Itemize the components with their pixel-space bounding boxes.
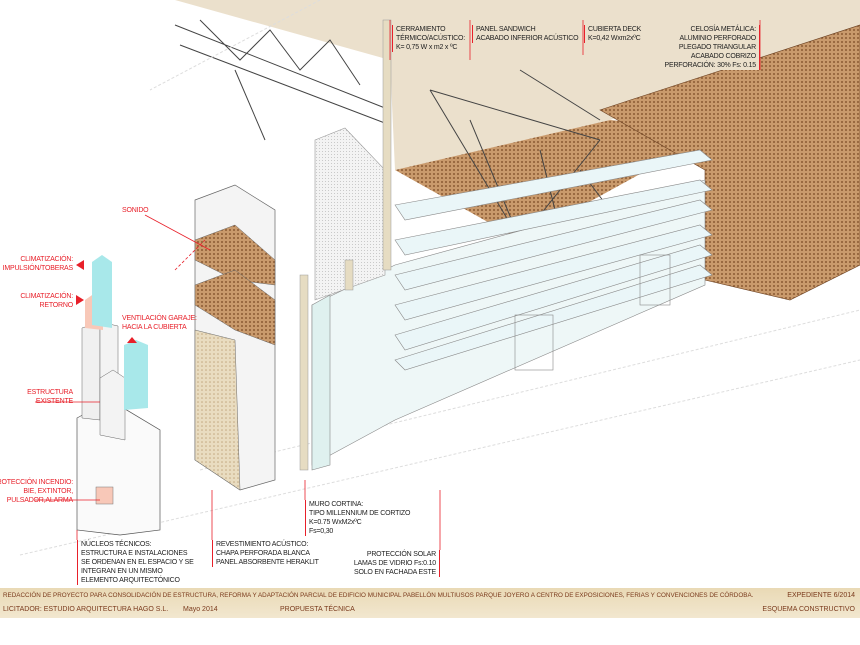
label-cubierta-deck: CUBIERTA DECK K=0,42 Wxm2xºC — [584, 25, 641, 43]
label-panel-sandwich: PANEL SANDWICH ACABADO INFERIOR ACÚSTICO — [472, 25, 579, 43]
existing-building-outline — [19, 0, 860, 556]
label-clim-retorno: CLIMATIZACIÓN: RETORNO — [20, 292, 73, 310]
label-line: VENTILACIÓN GARAJE: — [122, 315, 197, 322]
duct-column-1 — [81, 321, 101, 421]
label-line: CLIMATIZACIÓN: — [20, 256, 73, 263]
sheet-title: ESQUEMA CONSTRUCTIVO — [762, 606, 855, 613]
label-line: PLEGADO TRIANGULAR — [678, 44, 756, 51]
label-line: PROTECCIÓN INCENDIO: — [0, 479, 73, 486]
label-line: K= 0,75 W x m2 x ºC — [396, 44, 458, 51]
label-line: K=0.75 WxM2xºC — [309, 519, 362, 526]
label-line: Fs=0,30 — [309, 528, 334, 535]
arrow-markers — [76, 260, 137, 343]
title-block: REDACCIÓN DE PROYECTO PARA CONSOLIDACIÓN… — [0, 588, 860, 618]
label-line: INTEGRAN EN UN MISMO — [81, 568, 163, 575]
label-sonido: SONIDO — [122, 207, 149, 214]
impulsion-duct — [92, 255, 112, 328]
label-line: ACABADO COBRIZO — [690, 53, 756, 60]
label-line: CERRAMIENTO — [396, 26, 446, 33]
licitador: LICITADOR: ESTUDIO ARQUITECTURA HAGO S.L… — [3, 606, 169, 613]
ventilation-arrow-icon — [127, 337, 137, 343]
label-revestimiento: REVESTIMIENTO ACÚSTICO: CHAPA PERFORADA … — [212, 540, 319, 567]
label-line: ESTRUCTURA — [27, 389, 73, 396]
label-line: BIE, EXTINTOR, — [23, 488, 73, 495]
label-muro-cortina: MURO CORTINA: TIPO MILLENNIUM DE CORTIZO… — [305, 500, 410, 536]
label-line: CUBIERTA DECK — [588, 26, 642, 33]
label-line: PANEL SANDWICH — [476, 26, 536, 33]
door-left — [514, 314, 554, 371]
expediente: EXPEDIENTE 6/2014 — [787, 592, 855, 599]
label-line: LAMAS DE VIDRIO Fs:0.10 — [353, 560, 436, 567]
label-line: NÚCLEOS TÉCNICOS: — [81, 541, 152, 548]
project-title: REDACCIÓN DE PROYECTO PARA CONSOLIDACIÓN… — [3, 592, 754, 599]
label-line: CLIMATIZACIÓN: — [20, 293, 73, 300]
door-right — [639, 254, 671, 306]
ventilation-duct — [124, 340, 148, 410]
label-proteccion-solar: PROTECCIÓN SOLAR LAMAS DE VIDRIO Fs:0.10… — [354, 550, 440, 577]
label-line: PERFORACIÓN: 30% Fs: 0.15 — [664, 62, 757, 69]
label-proteccion-incendio: PROTECCIÓN INCENDIO: BIE, EXTINTOR, PULS… — [0, 478, 73, 505]
curtain-wall-front — [311, 294, 331, 471]
acoustic-panel-1 — [194, 224, 276, 286]
label-line: EXISTENTE — [35, 398, 73, 405]
label-line: IMPULSIÓN/TOBERAS — [2, 265, 74, 272]
label-line: REVESTIMIENTO ACÚSTICO: — [216, 541, 309, 548]
label-celosia: CELOSÍA METÁLICA: ALUMINIO PERFORADO PLE… — [664, 25, 760, 70]
proposal-type: PROPUESTA TÉCNICA — [280, 606, 355, 613]
label-cerramiento: CERRAMIENTO TÉRMICO/ACÚSTICO: K= 0,75 W … — [392, 25, 465, 52]
label-line: ALUMINIO PERFORADO — [679, 35, 756, 42]
label-line: PULSADOR,ALARMA — [6, 497, 73, 504]
label-estructura: ESTRUCTURA EXISTENTE — [27, 388, 73, 406]
structure-column — [99, 369, 126, 441]
label-line: HACIA LA CUBIERTA — [122, 324, 187, 331]
label-line: MURO CORTINA: — [309, 501, 364, 508]
impulsion-arrow-icon — [76, 260, 84, 270]
retorno-arrow-icon — [76, 295, 84, 305]
label-line: CHAPA PERFORADA BLANCA — [216, 550, 310, 557]
label-line: ACABADO INFERIOR ACÚSTICO — [476, 35, 579, 42]
label-line: RETORNO — [39, 302, 74, 309]
label-line: K=0,42 Wxm2xºC — [588, 35, 641, 42]
label-nucleos: NÚCLEOS TÉCNICOS: ESTRUCTURA E INSTALACI… — [77, 540, 194, 585]
post-2 — [299, 274, 309, 471]
label-line: PROTECCIÓN SOLAR — [366, 551, 436, 558]
date: Mayo 2014 — [183, 606, 218, 613]
label-line: ESTRUCTURA E INSTALACIONES — [81, 550, 188, 557]
label-line: TÉRMICO/ACÚSTICO: — [396, 35, 465, 42]
label-line: TIPO MILLENNIUM DE CORTIZO — [309, 510, 411, 517]
column — [382, 19, 392, 271]
label-line: CELOSÍA METÁLICA: — [690, 26, 757, 33]
leader-lines — [35, 20, 761, 550]
label-clim-impulsion: CLIMATIZACIÓN: IMPULSIÓN/TOBERAS — [2, 255, 74, 273]
copper-facade — [599, 24, 860, 301]
fire-protection-box — [95, 486, 114, 505]
label-line: PANEL ABSORBENTE HERAKLIT — [216, 559, 319, 566]
label-line: SE ORDENAN EN EL ESPACIO Y SE — [81, 559, 194, 566]
label-line: SOLO EN FACHADA ESTE — [354, 569, 436, 576]
label-ventilacion: VENTILACIÓN GARAJE: HACIA LA CUBIERTA — [122, 314, 197, 332]
post — [344, 259, 354, 291]
heraklit-panel — [194, 329, 241, 491]
label-line: ELEMENTO ARQUITECTÓNICO — [81, 577, 180, 584]
acoustic-panel-2 — [194, 269, 276, 346]
solar-louvers — [394, 149, 713, 371]
